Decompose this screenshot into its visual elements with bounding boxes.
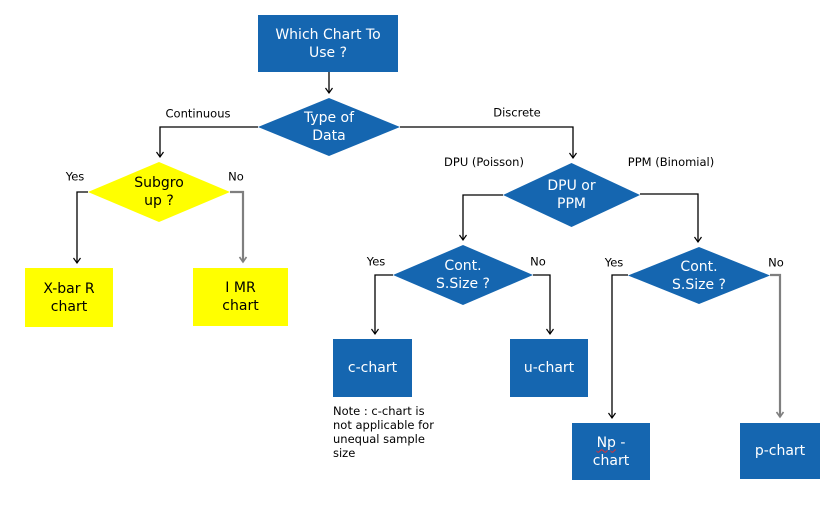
edge-label-subgroup-no: No: [228, 169, 244, 184]
node-u-chart-label: u-chart: [523, 360, 575, 376]
node-cont-ssize-dpu-line1: Cont.: [444, 258, 482, 274]
node-subgroup-line1: Subgro: [134, 175, 184, 191]
node-xbar-r-line1: X-bar R: [43, 280, 95, 297]
node-cont-ssize-dpu-line2: S.Size ?: [436, 276, 490, 292]
node-np-chart-dash: -: [620, 434, 626, 451]
connector-subgroup-yes: [73, 191, 88, 265]
connector-subgroup-no: [230, 190, 248, 264]
node-c-chart: c-chart: [333, 339, 412, 397]
edge-label-subgroup-yes: Yes: [65, 169, 85, 184]
node-imr-chart: I MR chart: [193, 268, 288, 326]
node-imr-line2: chart: [222, 298, 259, 314]
node-which-chart-line1: Which Chart To: [275, 26, 381, 43]
node-dpu-or-ppm-line2: PPM: [557, 196, 586, 212]
edge-label-cont1-no: No: [530, 254, 546, 269]
node-cont-ssize-ppm-line2: S.Size ?: [672, 276, 726, 293]
connector-dpu-poisson: [459, 194, 503, 242]
connector-continuous: [156, 126, 258, 159]
connector-ppm-binomial: [640, 193, 702, 244]
node-p-chart: p-chart: [740, 423, 820, 479]
edge-label-dpu-poisson: DPU (Poisson): [444, 155, 524, 170]
edge-label-cont2-no: No: [768, 255, 784, 270]
connector-cont1-yes: [371, 274, 393, 336]
node-type-of-data-line2: Data: [312, 128, 346, 144]
edge-label-continuous: Continuous: [165, 106, 231, 121]
node-xbar-r-line2: chart: [50, 298, 88, 315]
node-c-chart-label: c-chart: [347, 360, 398, 376]
connector-cont2-yes: [608, 274, 628, 420]
node-p-chart-label: p-chart: [754, 443, 806, 459]
node-dpu-or-ppm-line1: DPU or: [547, 178, 596, 194]
node-which-chart-to-use: Which Chart To Use ?: [258, 15, 398, 72]
node-type-of-data-line1: Type of: [303, 110, 355, 126]
edge-label-dpu-line2: (Poisson): [471, 155, 524, 169]
edge-label-cont1-yes: Yes: [366, 254, 386, 269]
np-misspelling-squiggle: Np: [596, 434, 616, 451]
node-cont-ssize-ppm-line1: Cont.: [680, 258, 718, 275]
node-subgroup-line2: up ?: [144, 193, 174, 209]
node-np-chart-line1: Np -: [597, 434, 626, 452]
edge-label-cont2-yes: Yes: [604, 255, 624, 270]
node-imr-line1: I MR: [225, 280, 256, 296]
node-u-chart: u-chart: [510, 339, 588, 397]
node-xbar-r-chart: X-bar R chart: [25, 268, 113, 327]
note-c-chart: Note : c-chart is not applicable for une…: [333, 404, 434, 460]
connector-cont1-no: [533, 274, 554, 336]
node-which-chart-line2: Use ?: [308, 44, 348, 61]
edge-label-dpu-line1: DPU: [444, 155, 469, 169]
node-np-chart-line2: chart: [592, 452, 630, 469]
edge-label-ppm-line2: (Binomial): [655, 155, 715, 169]
edge-label-ppm-binomial: PPM (Binomial): [627, 155, 715, 170]
connector-cont2-no: [770, 273, 785, 419]
node-np-chart: Np - chart: [572, 423, 650, 480]
edge-label-discrete: Discrete: [493, 105, 541, 120]
edge-label-ppm-line1: PPM: [627, 155, 652, 169]
connector-discrete: [400, 126, 577, 160]
